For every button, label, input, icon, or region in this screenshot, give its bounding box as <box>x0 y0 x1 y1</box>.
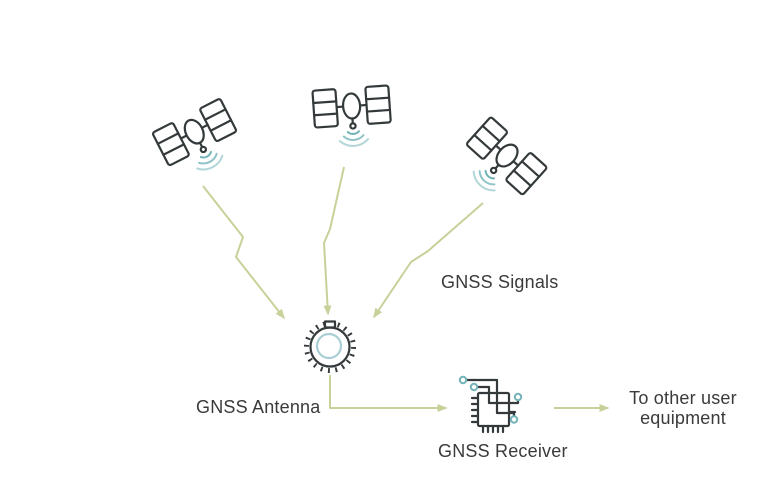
output-label-line1: To other user <box>629 388 737 408</box>
output-equipment-label: To other user equipment <box>605 388 761 428</box>
satellite-3 <box>450 115 549 212</box>
gnss-antenna-label: GNSS Antenna <box>196 397 321 417</box>
satellite-2 <box>311 84 394 150</box>
signal-arrow-3 <box>373 202 484 319</box>
signal-arrow-1 <box>202 185 285 320</box>
satellite-1 <box>151 97 248 186</box>
gnss-antenna-icon <box>304 320 356 373</box>
signal-arrow-2 <box>323 166 345 316</box>
output-label-line2: equipment <box>640 408 726 429</box>
gnss-receiver-icon <box>458 375 523 434</box>
gnss-signals-label: GNSS Signals <box>441 272 559 292</box>
antenna-to-receiver-arrow <box>329 375 448 412</box>
gnss-receiver-label: GNSS Receiver <box>438 441 568 461</box>
